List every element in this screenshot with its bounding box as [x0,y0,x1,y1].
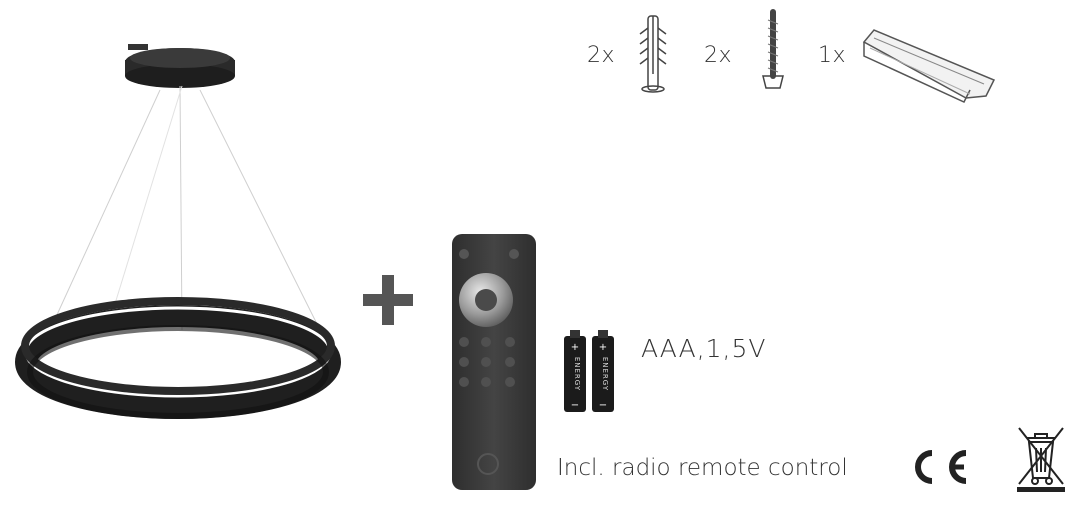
suspension-wires [49,85,321,331]
bracket-quantity: 1x [818,43,847,68]
screw-quantity: 2x [704,43,733,68]
wall-dowel-icon [639,15,667,93]
svg-text:−: − [571,400,579,411]
mounting-bracket-icon [862,29,996,103]
lamp-ring [15,297,341,419]
dowel-quantity: 2x [587,43,616,68]
screw-icon [762,9,784,89]
battery-brand-1: ENERGY [573,357,581,391]
svg-text:+: + [599,342,607,353]
plus-icon [363,275,413,325]
ce-mark-icon [915,450,967,484]
ceiling-canopy [125,44,235,88]
battery-icon: + − ENERGY + − ENERGY [564,330,614,412]
remote-caption: Incl. radio remote control [557,455,848,481]
weee-crossed-bin-icon [1017,427,1065,492]
svg-text:+: + [571,342,579,353]
svg-text:−: − [599,400,607,411]
battery-spec-label: AAA,1,5V [641,334,767,363]
ring-pendant-lamp [15,44,341,419]
battery-brand-2: ENERGY [601,357,609,391]
remote-control [452,234,536,490]
